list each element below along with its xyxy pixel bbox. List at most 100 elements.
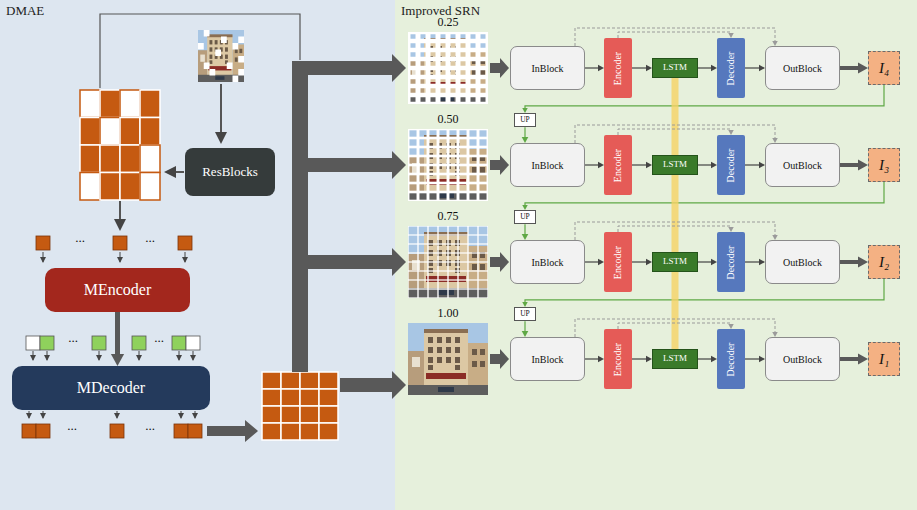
connector-line — [618, 32, 731, 38]
masked-image — [408, 32, 488, 104]
token-row — [36, 236, 50, 250]
token-row — [36, 424, 50, 438]
connector-line — [840, 357, 861, 361]
output-box: I₁ — [868, 342, 900, 376]
thick-arrow — [500, 252, 509, 272]
thin-arrows — [47, 351, 48, 360]
box-label: I₁ — [879, 351, 889, 368]
process-box: OutBlock — [765, 337, 840, 381]
arrow — [166, 171, 184, 173]
ellipsis: ... — [68, 331, 78, 345]
output-grid — [281, 389, 300, 406]
thick-arrow — [392, 248, 406, 276]
thin-arrows — [185, 252, 186, 262]
thick-arrow — [500, 155, 509, 175]
connector — [575, 28, 778, 46]
encoder-block: MEncoder — [45, 268, 190, 312]
box-label: Encoder — [613, 342, 624, 375]
arrowhead — [759, 356, 765, 363]
thick-arrow — [490, 160, 501, 170]
connector-line — [585, 164, 600, 165]
arrowhead — [598, 356, 604, 363]
token-row — [26, 336, 200, 350]
masked-input-image — [238, 37, 244, 44]
masked-input-image — [210, 69, 216, 76]
token-row — [40, 336, 54, 350]
connector — [745, 65, 765, 72]
thick-arrow — [490, 257, 501, 267]
arrowhead — [111, 354, 124, 366]
masked-image — [408, 226, 488, 298]
connector-line — [698, 358, 713, 359]
mask-grid — [100, 90, 120, 118]
thin-arrows — [179, 351, 180, 360]
arrowhead — [728, 33, 734, 38]
lstm-box: LSTM — [652, 349, 698, 369]
box-label: LSTM — [663, 63, 687, 73]
masked-input-image — [198, 30, 244, 82]
upsample-box: UP — [514, 210, 536, 224]
masked-input-image — [221, 37, 227, 44]
box-label: InBlock — [531, 63, 563, 74]
output-grid — [281, 406, 300, 423]
connector — [632, 259, 652, 266]
thick-arrow — [300, 61, 393, 75]
output-grid — [300, 406, 319, 423]
thick-arrow — [500, 349, 509, 369]
thick-arrow — [340, 378, 393, 392]
connector — [522, 182, 884, 210]
connector — [698, 65, 717, 72]
mask-grid — [140, 118, 160, 146]
connector-line — [840, 260, 861, 264]
decoder-block: MDecoder — [12, 366, 210, 410]
output-grid — [300, 423, 319, 440]
thin-arrows — [195, 411, 196, 418]
arrowhead — [646, 259, 652, 266]
upsample-box: UP — [514, 113, 536, 127]
connector-line — [632, 358, 648, 359]
token-row — [113, 236, 127, 250]
connector — [575, 125, 778, 143]
lstm-box: LSTM — [652, 155, 698, 175]
process-box: InBlock — [510, 46, 585, 90]
connector — [840, 354, 868, 365]
thin-arrows — [120, 252, 121, 262]
token-row — [92, 336, 106, 350]
output-grid — [281, 423, 300, 440]
connector-line — [618, 226, 731, 232]
connector — [618, 129, 734, 135]
encoder-box: Encoder — [604, 38, 632, 98]
mask-grid — [140, 90, 160, 118]
connector-line — [672, 272, 679, 349]
connector — [632, 65, 652, 72]
token-row — [110, 424, 124, 438]
box-label: ResBlocks — [202, 165, 258, 179]
thick-arrow — [207, 420, 258, 442]
mask-grid — [80, 90, 160, 200]
masked-input-image — [198, 30, 244, 82]
scale-ratio: 0.25 — [438, 16, 459, 29]
connector-line — [525, 279, 884, 303]
box-label: Decoder — [726, 342, 737, 376]
token-row — [186, 336, 200, 350]
connector — [840, 63, 868, 74]
masked-image — [408, 226, 488, 298]
arrowhead — [522, 137, 529, 143]
ellipsis: ... — [154, 331, 164, 345]
box-label: OutBlock — [783, 63, 822, 74]
ellipsis: ... — [67, 419, 77, 433]
thick-arrow — [207, 426, 247, 436]
arrowhead — [711, 65, 717, 72]
thin-arrows — [99, 351, 100, 360]
connector-line — [840, 66, 861, 70]
encoder-box: Encoder — [604, 232, 632, 292]
box-label: I₄ — [879, 60, 889, 77]
token-row — [36, 236, 192, 250]
box-label: Decoder — [726, 148, 737, 182]
masked-input-image — [233, 76, 239, 83]
ellipsis: ... — [145, 231, 155, 245]
masked-image — [408, 226, 488, 298]
full-image — [408, 323, 488, 395]
ellipsis: ... — [75, 231, 85, 245]
masked-input-image — [238, 56, 244, 63]
